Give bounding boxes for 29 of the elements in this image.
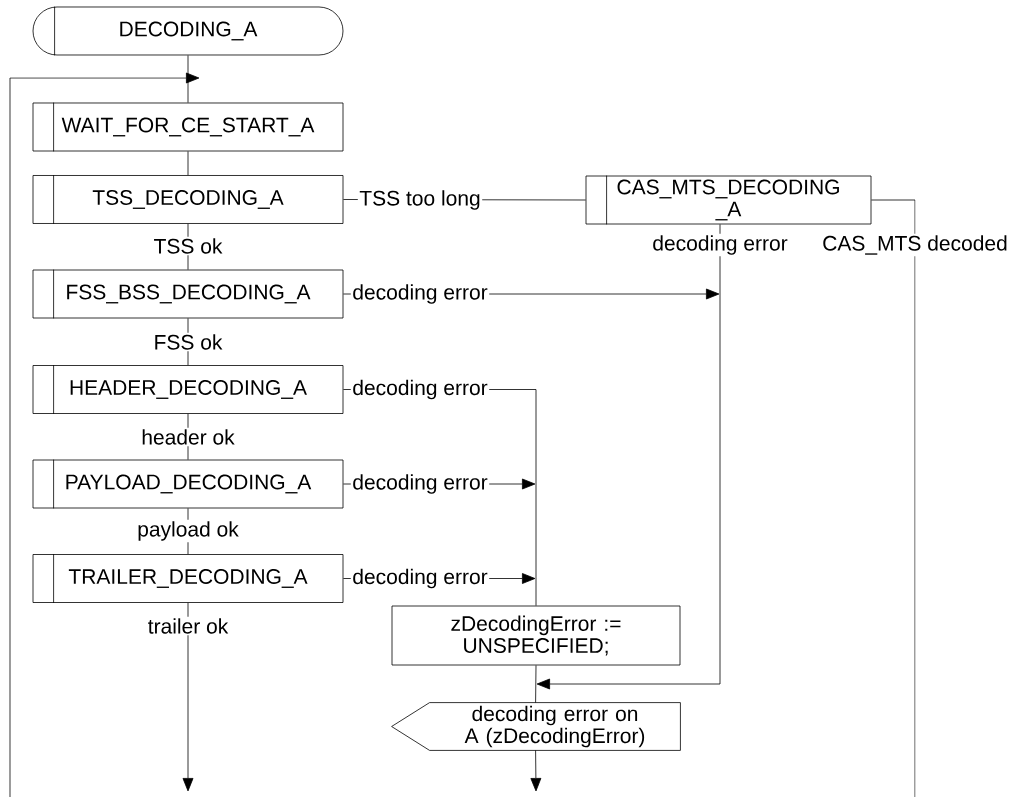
procedure-box: TSS_DECODING_A	[32, 174, 344, 225]
arrow	[9, 72, 200, 797]
connector-line	[187, 151, 189, 176]
task-box: zDecodingError := UNSPECIFIED;	[391, 605, 681, 666]
arrow	[530, 750, 542, 792]
start-terminal: DECODING_A	[32, 6, 344, 56]
edge-label: payload ok	[135, 519, 241, 543]
edge-label: trailer ok	[146, 616, 230, 636]
arrow	[536, 224, 721, 690]
edge-label: decoding error	[350, 282, 490, 306]
edge-label: TSS too long	[357, 188, 483, 212]
connector-line	[187, 55, 189, 103]
edge-label: header ok	[139, 427, 237, 447]
procedure-box: CAS_MTS_DECODING _A	[585, 175, 872, 225]
connector-line	[871, 199, 916, 797]
edge-label: decoding error	[350, 378, 490, 401]
edge-label: decoding error	[350, 472, 490, 496]
connector-line	[535, 665, 537, 703]
procedure-box: TRAILER_DECODING_A	[32, 553, 344, 604]
output-signal: decoding error on A (zDecodingError)	[391, 702, 681, 751]
procedure-box: HEADER_DECODING_A	[32, 364, 344, 415]
edge-label: decoding error	[650, 233, 790, 257]
procedure-box: WAIT_FOR_CE_START_A	[32, 102, 344, 152]
edge-label: decoding error	[350, 567, 490, 590]
edge-label: FSS ok	[152, 332, 224, 352]
procedure-box: PAYLOAD_DECODING_A	[32, 459, 344, 509]
edge-label: CAS_MTS decoded	[820, 233, 1010, 257]
procedure-box: FSS_BSS_DECODING_A	[32, 269, 344, 319]
edge-label: TSS ok	[152, 236, 224, 256]
